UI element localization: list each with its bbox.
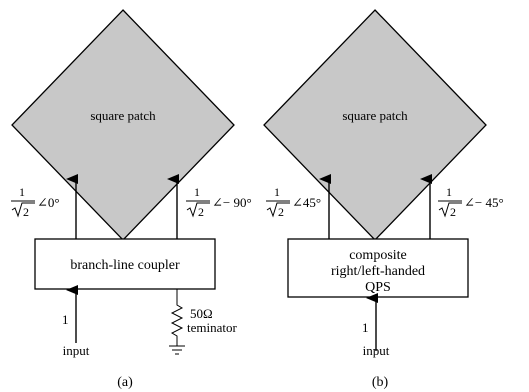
phase-angle: ∠45° — [292, 195, 321, 210]
fraction-radical: 2 — [450, 205, 456, 219]
sqrt-sign — [266, 202, 290, 218]
phase-angle: ∠− 45° — [464, 195, 504, 210]
fraction-radical: 2 — [278, 205, 284, 219]
qps-label-line-3: QPS — [365, 280, 391, 295]
sqrt-sign — [186, 202, 210, 218]
panel-b: square patch 1 2 ∠45° 1 2 ∠− 45° composi… — [263, 9, 504, 390]
fraction-numerator: 1 — [446, 185, 452, 199]
qps-label-line-1: composite — [349, 248, 407, 263]
fraction-numerator: 1 — [194, 185, 200, 199]
coupler-label: branch-line coupler — [70, 258, 180, 273]
terminator-value: 50Ω — [190, 306, 213, 321]
composite-qps-block — [287, 238, 469, 298]
sqrt-sign — [11, 202, 35, 218]
terminator-label: teminator — [187, 320, 237, 335]
resistor-zigzag — [170, 289, 184, 346]
caption-a: (a) — [117, 375, 133, 390]
patch-label-b: square patch — [342, 108, 408, 123]
qps-label-line-2: right/left-handed — [331, 264, 425, 279]
sqrt-sign — [438, 202, 462, 218]
panel-a: square patch 1 2 ∠0° 1 2 ∠− 90° branch-l… — [11, 9, 252, 390]
patch-label-a: square patch — [90, 108, 156, 123]
fraction-radical: 2 — [198, 205, 204, 219]
fraction-numerator: 1 — [274, 185, 280, 199]
terminator-resistor — [169, 289, 185, 355]
output-label-right-a: 1 2 ∠− 90° — [186, 185, 252, 219]
output-label-right-b: 1 2 ∠− 45° — [438, 185, 504, 219]
fraction-radical: 2 — [23, 205, 29, 219]
caption-b: (b) — [372, 375, 389, 390]
input-label-b: input — [363, 343, 390, 358]
input-label-a: input — [63, 343, 90, 358]
branch-line-coupler-block — [34, 238, 216, 290]
output-label-left-b: 1 2 ∠45° — [266, 185, 321, 219]
input-value-a: 1 — [62, 312, 69, 327]
fraction-numerator: 1 — [19, 185, 25, 199]
input-value-b: 1 — [362, 320, 369, 335]
phase-angle: ∠0° — [37, 195, 60, 210]
output-label-left-a: 1 2 ∠0° — [11, 185, 60, 219]
phase-angle: ∠− 90° — [212, 195, 252, 210]
